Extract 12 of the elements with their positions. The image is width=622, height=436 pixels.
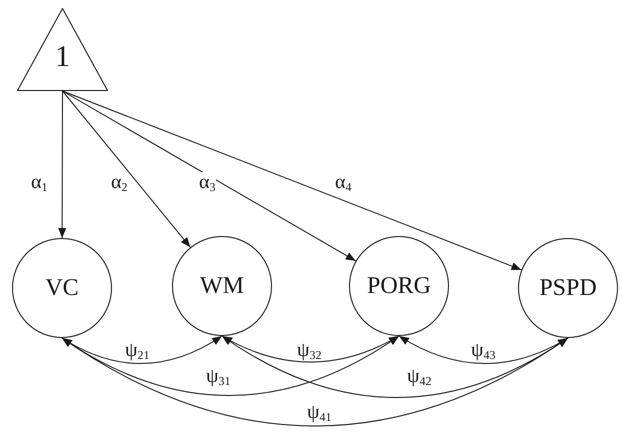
arrow <box>58 90 66 238</box>
arrow <box>62 90 356 262</box>
node-label: VC <box>45 276 79 300</box>
arrow <box>62 90 191 248</box>
node-label: PORG <box>366 274 432 298</box>
arrow <box>62 90 522 270</box>
node-label: WM <box>200 274 244 298</box>
arrow <box>62 338 568 426</box>
node-label: 1 <box>54 42 71 72</box>
node-label: PSPD <box>539 276 597 300</box>
constant-triangle <box>17 8 108 91</box>
edge-label: α$_{3}$ <box>198 172 216 192</box>
